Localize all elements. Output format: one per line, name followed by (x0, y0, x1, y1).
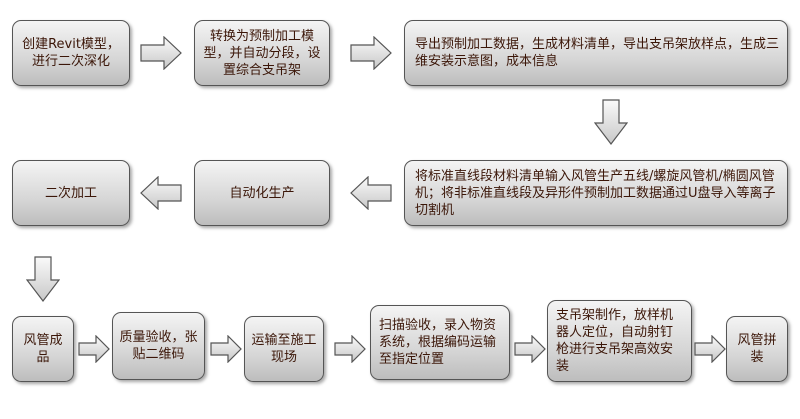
arrow-down-icon (26, 256, 60, 302)
step-quality-inspection: 质量验收，张贴二维码 (112, 312, 205, 380)
step-label: 创建Revit模型，进行二次深化 (22, 37, 120, 69)
arrow-right-icon (694, 335, 726, 363)
arrow-left-icon (140, 176, 182, 210)
arrow-right-icon (210, 335, 242, 363)
step-convert-prefab-model: 转换为预制加工模型，并自动分段，设置综合支吊架 (194, 20, 330, 86)
arrow-left-icon (350, 176, 392, 210)
step-label: 自动化生产 (229, 185, 295, 201)
arrow-right-icon (78, 335, 110, 363)
step-finished-duct: 风管成品 (12, 316, 74, 382)
step-label: 转换为预制加工模型，并自动分段，设置综合支吊架 (203, 28, 321, 78)
step-support-installation: 支吊架制作，放样机器人定位，自动射钉枪进行支吊架高效安装 (547, 300, 692, 382)
step-duct-assembly: 风管拼装 (726, 316, 788, 382)
step-label: 导出预制加工数据，生成材料清单，导出支吊架放样点，生成三维安装示意图，成本信息 (415, 37, 780, 69)
step-label: 风管拼装 (737, 333, 777, 365)
arrow-right-icon (514, 335, 546, 363)
step-label: 质量验收，张贴二维码 (119, 330, 198, 362)
step-automated-production: 自动化生产 (194, 160, 330, 226)
step-label: 运输至施工现场 (251, 333, 317, 365)
arrow-right-icon (350, 36, 392, 70)
arrow-down-icon (594, 99, 628, 145)
step-export-data: 导出预制加工数据，生成材料清单，导出支吊架放样点，生成三维安装示意图，成本信息 (404, 20, 788, 86)
step-label: 扫描验收，录入物资系统，根据编码运输至指定位置 (379, 318, 497, 367)
step-create-revit-model: 创建Revit模型，进行二次深化 (12, 20, 130, 86)
step-label: 将标准直线段材料清单输入风管生产五线/螺旋风管机/椭圆风管机；将非标准直线段及异… (415, 168, 776, 218)
step-input-production-lines: 将标准直线段材料清单输入风管生产五线/螺旋风管机/椭圆风管机；将非标准直线段及异… (404, 160, 788, 226)
step-secondary-processing: 二次加工 (12, 160, 130, 226)
step-label: 二次加工 (44, 185, 97, 201)
step-label: 风管成品 (23, 333, 63, 365)
arrow-right-icon (140, 36, 182, 70)
step-label: 支吊架制作，放样机器人定位，自动射钉枪进行支吊架高效安装 (556, 308, 674, 374)
arrow-right-icon (334, 335, 366, 363)
step-scan-acceptance: 扫描验收，录入物资系统，根据编码运输至指定位置 (370, 305, 510, 380)
step-transport-to-site: 运输至施工现场 (244, 316, 324, 382)
